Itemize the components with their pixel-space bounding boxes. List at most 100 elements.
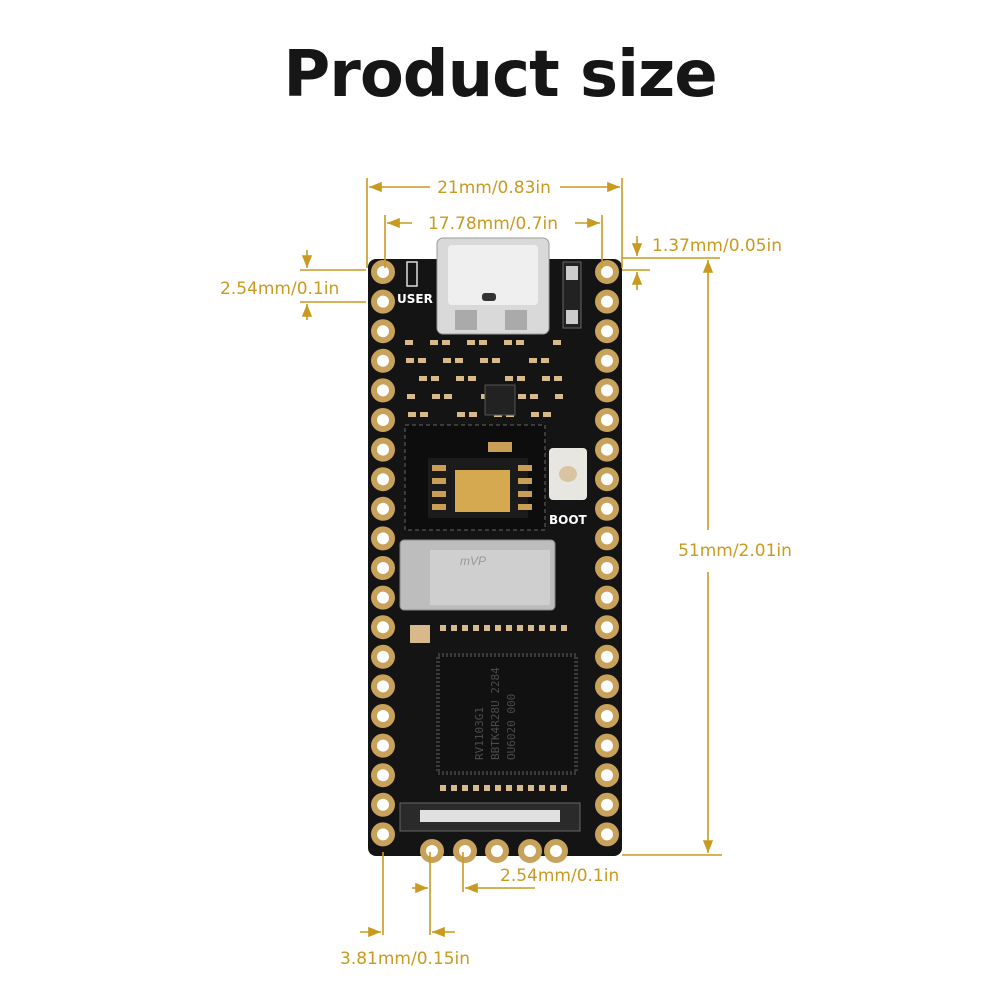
- smd-component: [407, 394, 415, 399]
- pin-pad: [371, 556, 395, 580]
- chip-marking-line: OU6020 000: [505, 694, 518, 760]
- smd-component: [462, 625, 468, 631]
- pin-pad: [595, 704, 619, 728]
- pin-pad: [595, 348, 619, 373]
- pin-pad: [371, 348, 395, 373]
- pin-pad: [371, 644, 395, 669]
- smd-component: [505, 376, 513, 381]
- pin-pad: [595, 585, 619, 610]
- smd-component: [451, 625, 457, 631]
- smd-component: [484, 785, 490, 791]
- silkscreen-boot: BOOT: [549, 513, 588, 527]
- smd-component: [440, 625, 446, 631]
- smd-component: [539, 625, 545, 631]
- pin-pad: [371, 260, 395, 284]
- smd-component: [495, 785, 501, 791]
- smd-component: [561, 785, 567, 791]
- silkscreen-user: USER: [397, 292, 433, 306]
- smd-component: [506, 625, 512, 631]
- dimension-pin-row-spacing: 17.78mm/0.7in: [428, 214, 558, 234]
- pin-pad: [371, 319, 395, 344]
- smd-component: [517, 785, 523, 791]
- smd-component: [539, 785, 545, 791]
- smd-component: [504, 340, 512, 345]
- dimension-total-length: 51mm/2.01in: [678, 541, 792, 561]
- smd-component: [506, 785, 512, 791]
- pin-pad: [595, 556, 619, 580]
- chip-marking-line: BBTK4R28U 2284: [489, 667, 502, 760]
- smd-component: [462, 785, 468, 791]
- soc-chip: [436, 653, 578, 775]
- pin-pad: [595, 615, 619, 640]
- pin-pad: [595, 289, 619, 314]
- smd-component: [444, 394, 452, 399]
- smd-component: [479, 340, 487, 345]
- pin-pad: [371, 792, 395, 817]
- pin-pad: [453, 839, 477, 863]
- smd-component: [451, 785, 457, 791]
- smd-component: [457, 412, 465, 417]
- smd-component: [406, 358, 414, 363]
- smd-component: [492, 358, 500, 363]
- pin-pad: [371, 615, 395, 640]
- smd-component: [480, 358, 488, 363]
- smd-component: [405, 340, 413, 345]
- pin-pad: [595, 763, 619, 788]
- pin-pad: [371, 704, 395, 728]
- smd-component: [484, 625, 490, 631]
- dimension-bottom-pin-pitch: 2.54mm/0.1in: [500, 866, 619, 886]
- pin-pad: [595, 496, 619, 521]
- smd-component: [408, 412, 416, 417]
- smd-component: [432, 394, 440, 399]
- smd-component: [529, 358, 537, 363]
- smd-component: [550, 785, 556, 791]
- dimension-pin-edge-offset: 1.37mm/0.05in: [652, 236, 782, 256]
- smd-component: [419, 376, 427, 381]
- sd-marking: mVP: [460, 554, 486, 568]
- smd-component: [530, 394, 538, 399]
- smd-component: [550, 625, 556, 631]
- smd-component: [516, 340, 524, 345]
- smd-component: [467, 340, 475, 345]
- pin-pad: [595, 467, 619, 492]
- smd-component: [420, 412, 428, 417]
- pin-pad: [371, 408, 395, 432]
- dimension-side-pin-pitch: 2.54mm/0.1in: [220, 279, 339, 299]
- pin-pad: [595, 644, 619, 669]
- dimension-bottom-pin-offset: 3.81mm/0.15in: [340, 949, 470, 969]
- pin-pad: [595, 733, 619, 758]
- smd-component: [528, 625, 534, 631]
- pin-pad: [595, 822, 619, 847]
- smd-component: [555, 394, 563, 399]
- pin-pad: [544, 839, 568, 863]
- pin-pad: [595, 526, 619, 551]
- smd-component: [442, 340, 450, 345]
- smd-component: [469, 412, 477, 417]
- smd-component: [517, 376, 525, 381]
- smd-component: [541, 358, 549, 363]
- pin-pad: [371, 733, 395, 758]
- smd-component: [542, 376, 550, 381]
- smd-component: [553, 340, 561, 345]
- pin-pad: [595, 792, 619, 817]
- smd-component: [531, 412, 539, 417]
- smd-component: [528, 785, 534, 791]
- smd-component: [518, 394, 526, 399]
- smd-component: [440, 785, 446, 791]
- pin-pad: [485, 839, 509, 863]
- pin-pad: [371, 822, 395, 847]
- pin-pad: [371, 467, 395, 492]
- smd-component: [495, 625, 501, 631]
- smd-component: [468, 376, 476, 381]
- smd-component: [431, 376, 439, 381]
- smd-component: [443, 358, 451, 363]
- page-title: Product size: [283, 38, 717, 112]
- smd-component: [456, 376, 464, 381]
- pin-pad: [371, 378, 395, 403]
- smd-component: [554, 376, 562, 381]
- dimension-total-width: 21mm/0.83in: [437, 178, 551, 198]
- smd-component: [430, 340, 438, 345]
- smd-component: [473, 625, 479, 631]
- pin-pad: [518, 839, 542, 863]
